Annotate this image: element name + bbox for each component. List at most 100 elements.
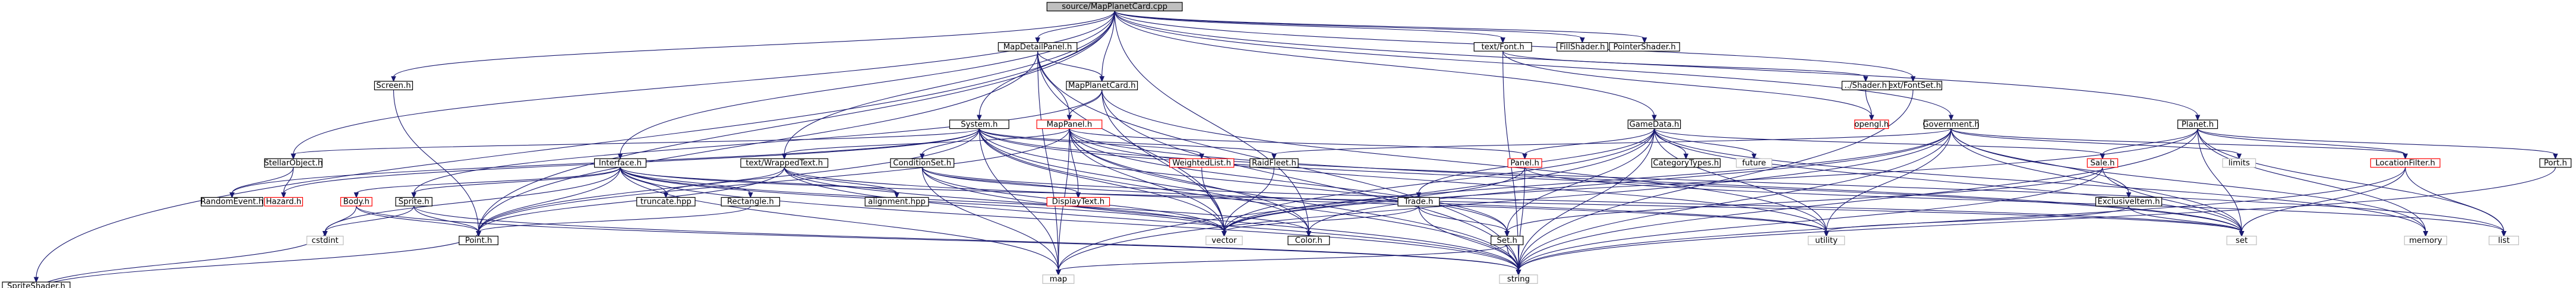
edge-line xyxy=(1069,128,1225,232)
node-box xyxy=(264,197,304,207)
edge-line xyxy=(1418,205,1508,232)
edge-arrowhead xyxy=(1099,76,1105,83)
edge-LocationFilter-to-list xyxy=(2405,167,2506,237)
node-Sprite[interactable]: Sprite.h xyxy=(395,197,433,207)
node-label: Government.h xyxy=(1922,120,1980,129)
edge-arrowhead xyxy=(391,76,396,83)
edge-arrowhead xyxy=(2403,153,2408,160)
node-label: text/Font.h xyxy=(1481,43,1524,52)
node-Screen[interactable]: Screen.h xyxy=(374,81,413,90)
edge-root-to-Planet xyxy=(1114,11,2201,121)
edge-Sale-to-Set xyxy=(1504,167,2103,237)
node-CategoryTypes[interactable]: CategoryTypes.h xyxy=(1651,158,1721,168)
node-WeightedList[interactable]: WeightedList.h xyxy=(1169,158,1235,168)
node-FillShader[interactable]: FillShader.h xyxy=(1557,42,1608,52)
node-box xyxy=(1491,236,1524,245)
edge-line xyxy=(1223,128,2198,232)
node-box xyxy=(1397,197,1440,207)
edge-root-to-FillShader xyxy=(1114,11,1585,43)
node-box xyxy=(2222,158,2256,168)
edge-line xyxy=(1950,128,2240,155)
node-truncate[interactable]: truncate.hpp xyxy=(636,197,696,207)
edge-line xyxy=(978,128,1202,155)
node-Port[interactable]: Port.h xyxy=(2539,158,2572,168)
edge-line xyxy=(2128,205,2242,232)
node-Color[interactable]: Color.h xyxy=(1287,236,1330,245)
node-Trade[interactable]: Trade.h xyxy=(1397,197,1440,207)
node-label: DisplayText.h xyxy=(1052,198,1105,207)
edge-line xyxy=(1273,128,1952,155)
node-Planet[interactable]: Planet.h xyxy=(2177,119,2218,129)
edge-line xyxy=(1518,167,2406,271)
edge-line xyxy=(1518,128,1952,271)
edge-Sprite-to-cstdint xyxy=(322,205,415,237)
node-MapPlanetCard[interactable]: MapPlanetCard.h xyxy=(1066,81,1138,90)
node-Panel[interactable]: Panel.h xyxy=(1507,158,1542,168)
edge-line xyxy=(1223,128,1655,232)
node-WrappedText[interactable]: text/WrappedText.h xyxy=(740,158,829,168)
edge-line xyxy=(1223,167,1526,232)
node-System[interactable]: System.h xyxy=(949,119,1009,129)
node-MapDetailPanel[interactable]: MapDetailPanel.h xyxy=(997,42,1078,52)
node-label: map xyxy=(1050,275,1068,284)
node-vector: vector xyxy=(1205,236,1243,245)
node-label: Planet.h xyxy=(2182,120,2214,129)
node-box xyxy=(1499,274,1538,284)
node-label: cstdint xyxy=(312,236,339,245)
edge-line xyxy=(1518,167,2103,271)
edge-line xyxy=(2197,128,2242,232)
node-label: MapPanel.h xyxy=(1047,120,1093,129)
node-Point[interactable]: Point.h xyxy=(459,236,498,245)
edge-line xyxy=(1507,167,2103,232)
node-PointerShader[interactable]: PointerShader.h xyxy=(1609,42,1680,52)
node-Set[interactable]: Set.h xyxy=(1491,236,1524,245)
node-Rectangle[interactable]: Rectangle.h xyxy=(721,197,780,207)
node-box xyxy=(264,158,323,168)
edge-root-to-GameData xyxy=(1114,11,1657,121)
edge-line xyxy=(1308,128,1952,232)
node-FontSet[interactable]: text/FontSet.h xyxy=(1884,81,1943,90)
edge-line xyxy=(1653,128,1754,155)
edge-line xyxy=(478,128,980,232)
node-SpriteShader[interactable]: SpriteShader.h xyxy=(2,281,71,288)
edge-line xyxy=(1101,90,1225,232)
edge-line xyxy=(1069,128,1508,232)
node-label: ExclusiveItem.h xyxy=(2098,198,2160,207)
node-root[interactable]: source/MapPlanetCard.cpp xyxy=(1046,2,1183,11)
edge-arrowhead xyxy=(1056,270,1061,276)
node-label: CategoryTypes.h xyxy=(1653,159,1719,168)
edge-Interface-to-Body xyxy=(353,167,621,198)
edge-line xyxy=(2197,128,2556,155)
edge-arrowhead xyxy=(291,153,296,160)
edge-arrowhead xyxy=(281,192,286,198)
node-RandomEvent[interactable]: RandomEvent.h xyxy=(201,197,264,207)
edge-line xyxy=(478,128,1070,232)
node-set: set xyxy=(2226,236,2257,245)
edge-arrowhead xyxy=(1075,192,1081,198)
node-DisplayText[interactable]: DisplayText.h xyxy=(1046,197,1110,207)
node-MapPanel[interactable]: MapPanel.h xyxy=(1036,119,1103,129)
node-Shader[interactable]: ../Shader.h xyxy=(1841,81,1890,90)
node-StellarObject[interactable]: StellarObject.h xyxy=(264,158,323,168)
edge-line xyxy=(356,167,621,194)
node-box xyxy=(1651,158,1721,168)
node-ExclusiveItem[interactable]: ExclusiveItem.h xyxy=(2095,197,2163,207)
node-textFont[interactable]: text/Font.h xyxy=(1473,42,1532,52)
node-Body[interactable]: Body.h xyxy=(340,197,372,207)
node-GameData[interactable]: GameData.h xyxy=(1627,119,1681,129)
edge-Planet-to-Port xyxy=(2197,128,2558,160)
node-ConditionSet[interactable]: ConditionSet.h xyxy=(890,158,955,168)
node-Sale[interactable]: Sale.h xyxy=(2086,158,2119,168)
edge-line xyxy=(1101,11,1115,77)
edge-line xyxy=(293,11,1115,155)
node-LocationFilter[interactable]: LocationFilter.h xyxy=(2370,158,2441,168)
edge-LocationFilter-to-set xyxy=(2239,167,2406,237)
node-box xyxy=(2,281,71,288)
node-Government[interactable]: Government.h xyxy=(1922,119,1980,129)
node-RaidFleet[interactable]: RaidFleet.h xyxy=(1249,158,1299,168)
node-alignment[interactable]: alignment.hpp xyxy=(864,197,929,207)
node-opengl[interactable]: opengl.h xyxy=(1854,119,1889,129)
node-Interface[interactable]: Interface.h xyxy=(594,158,647,168)
node-Hazard[interactable]: Hazard.h xyxy=(264,197,304,207)
